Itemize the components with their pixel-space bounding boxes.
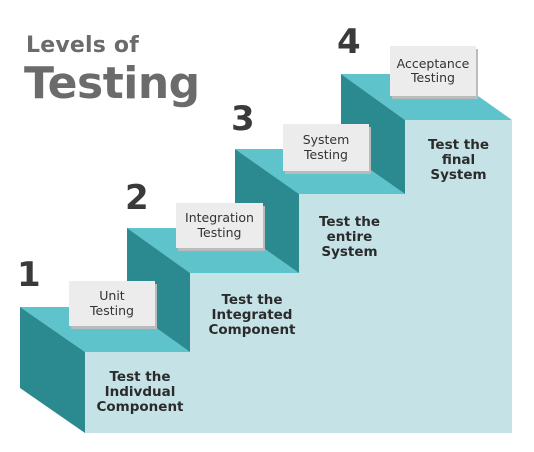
step-2-side xyxy=(127,228,190,352)
step-2-top xyxy=(127,228,299,273)
step-1-label: Unit Testing xyxy=(90,288,134,318)
step-2-description: Test the Integrated Component xyxy=(208,292,296,339)
step-3-number: 3 xyxy=(231,99,255,139)
step-3-description: Test the entire System xyxy=(319,214,380,261)
step-4-top xyxy=(341,74,512,120)
step-4-side xyxy=(341,74,405,194)
step-4-label: Acceptance Testing xyxy=(396,55,470,85)
step-3-label: System Testing xyxy=(302,132,350,162)
step-2-label: Integration Testing xyxy=(185,210,254,240)
step-4-description: Test the final System xyxy=(428,137,489,184)
step-2-label-box: Integration Testing xyxy=(176,203,263,248)
staircase-front-face xyxy=(85,120,512,433)
step-1-description: Test the Indivdual Component xyxy=(96,369,184,416)
step-1-number: 1 xyxy=(17,255,41,295)
step-1-side xyxy=(20,307,85,433)
title-line-2: Testing xyxy=(24,58,200,109)
step-4-number: 4 xyxy=(337,22,361,62)
title-line-1: Levels of xyxy=(26,33,139,58)
step-3-side xyxy=(235,149,299,273)
step-1-top xyxy=(20,307,190,352)
step-2-number: 2 xyxy=(125,178,149,218)
step-3-label-box: System Testing xyxy=(283,124,369,171)
step-1-label-box: Unit Testing xyxy=(69,281,155,326)
step-3-top xyxy=(235,149,405,194)
step-4-label-box: Acceptance Testing xyxy=(390,46,476,96)
